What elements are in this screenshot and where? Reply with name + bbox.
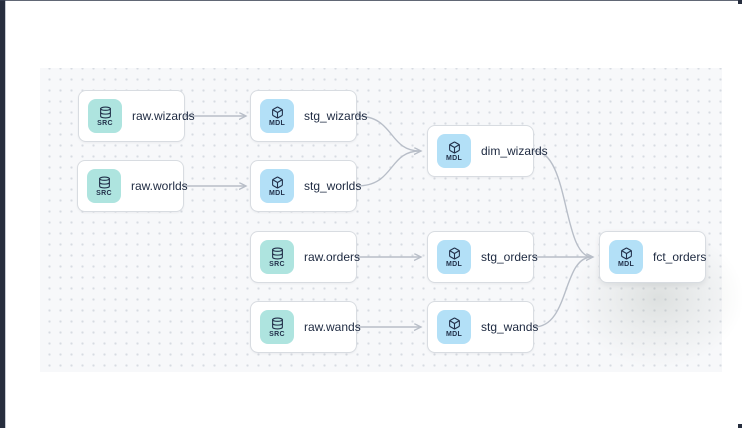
database-icon xyxy=(99,106,111,118)
node-label: stg_wands xyxy=(481,320,539,334)
type-badge: SRC xyxy=(88,99,122,133)
node-raw_worlds[interactable]: SRC raw.worlds xyxy=(77,160,188,212)
database-icon xyxy=(98,176,110,188)
type-badge: SRC xyxy=(260,310,294,344)
node-label: dim_wizards xyxy=(481,144,548,158)
node-label: fct_orders xyxy=(653,250,707,264)
node-label: raw.wands xyxy=(304,320,361,334)
cube-icon xyxy=(448,247,460,260)
type-badge-label: SRC xyxy=(97,119,113,127)
type-badge-label: MDL xyxy=(445,330,463,338)
type-badge: MDL xyxy=(437,310,471,344)
type-badge-label: MDL xyxy=(445,260,463,268)
node-label: raw.wizards xyxy=(132,109,195,123)
cube-icon xyxy=(448,141,460,154)
node-raw_orders[interactable]: SRC raw.orders xyxy=(250,231,361,283)
type-badge-label: MDL xyxy=(445,154,463,162)
cube-icon xyxy=(448,317,460,330)
type-badge: MDL xyxy=(609,240,643,274)
window-left-edge xyxy=(0,0,6,428)
node-label: stg_worlds xyxy=(304,179,362,193)
node-raw_wizards[interactable]: SRC raw.wizards xyxy=(78,90,195,142)
node-stg_worlds[interactable]: MDL stg_worlds xyxy=(250,160,361,212)
type-badge-label: MDL xyxy=(268,119,286,127)
type-badge: SRC xyxy=(87,169,121,203)
node-dim_wizards[interactable]: MDL dim_wizards xyxy=(427,125,548,177)
type-badge-label: MDL xyxy=(617,260,635,268)
corner-mark-bottom-right xyxy=(738,424,742,428)
type-badge: MDL xyxy=(437,134,471,168)
cube-icon xyxy=(271,106,283,119)
node-stg_wizards[interactable]: MDL stg_wizards xyxy=(250,90,367,142)
node-label: raw.orders xyxy=(304,250,361,264)
database-icon xyxy=(271,247,283,259)
node-raw_wands[interactable]: SRC raw.wands xyxy=(250,301,361,353)
lineage-canvas[interactable] xyxy=(40,68,722,372)
type-badge: MDL xyxy=(260,99,294,133)
type-badge-label: SRC xyxy=(269,260,285,268)
database-icon xyxy=(271,317,283,329)
node-label: raw.worlds xyxy=(131,179,188,193)
node-label: stg_orders xyxy=(481,250,538,264)
type-badge-label: MDL xyxy=(268,189,286,197)
cube-icon xyxy=(620,247,632,260)
type-badge: MDL xyxy=(260,169,294,203)
window-top-edge xyxy=(0,0,742,1)
node-stg_orders[interactable]: MDL stg_orders xyxy=(427,231,538,283)
corner-mark-top-right xyxy=(738,0,742,4)
node-stg_wands[interactable]: MDL stg_wands xyxy=(427,301,538,353)
type-badge: MDL xyxy=(437,240,471,274)
type-badge-label: SRC xyxy=(96,189,112,197)
type-badge: SRC xyxy=(260,240,294,274)
node-label: stg_wizards xyxy=(304,109,368,123)
type-badge-label: SRC xyxy=(269,330,285,338)
cube-icon xyxy=(271,176,283,189)
node-fct_orders[interactable]: MDL fct_orders xyxy=(599,231,706,283)
